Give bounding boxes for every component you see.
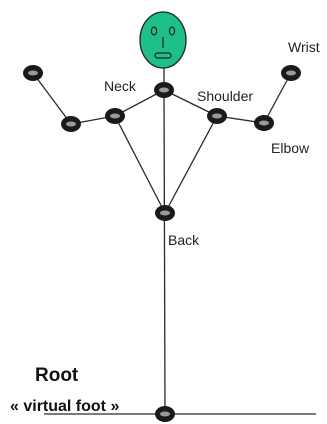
label-shoulder: Shoulder — [197, 88, 253, 104]
joint-right-elbow — [254, 115, 274, 131]
joint-neck — [154, 82, 174, 98]
label-wrist: Wrist — [288, 39, 320, 55]
bone-right-torso — [164, 115, 218, 214]
label-root: Root — [35, 365, 79, 386]
label-neck: Neck — [104, 78, 137, 94]
bone-left-torso — [114, 115, 166, 214]
joint-left-shoulder — [105, 108, 125, 124]
bone-right-hand — [263, 72, 292, 124]
head — [139, 11, 187, 69]
label-elbow: Elbow — [271, 140, 310, 156]
label-virtual-foot: « virtual foot » — [10, 398, 119, 415]
mouth — [154, 52, 172, 59]
label-back: Back — [168, 232, 200, 248]
joint-left-hand — [23, 65, 43, 81]
right-eye — [168, 26, 176, 36]
joint-left-elbow — [61, 116, 81, 132]
bone-left-hand — [32, 72, 72, 125]
labels: Neck Shoulder Wrist Elbow Back Root « vi… — [10, 39, 320, 415]
joint-right-shoulder — [207, 108, 227, 124]
bone-right-upper-arm — [163, 89, 218, 117]
joint-root-foot — [155, 406, 175, 422]
joint-back — [155, 205, 175, 221]
joints — [23, 65, 301, 422]
joint-right-wrist — [281, 65, 301, 81]
bone-spine — [163, 89, 166, 411]
left-eye — [150, 26, 158, 36]
